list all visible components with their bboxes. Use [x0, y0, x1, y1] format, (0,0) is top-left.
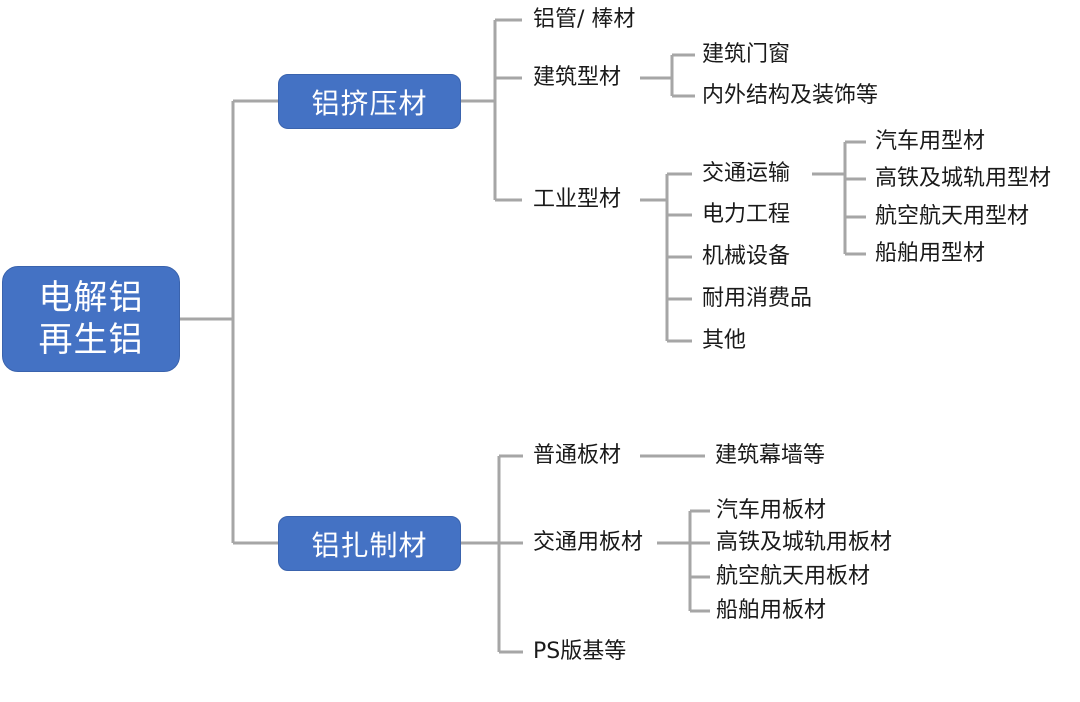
- label-ship-plate: 船舶用板材: [716, 598, 827, 623]
- root-label-line1: 电解铝: [38, 278, 144, 318]
- label-doors-windows: 建筑门窗: [702, 42, 791, 67]
- label-ship-profile: 船舶用型材: [875, 241, 986, 266]
- label-ps-plate: PS版基等: [533, 639, 627, 664]
- label-aero-profile: 航空航天用型材: [875, 204, 1030, 229]
- label-curtain-wall: 建筑幕墙等: [715, 443, 826, 468]
- label-consumer-goods: 耐用消费品: [702, 286, 813, 311]
- root-label-line2: 再生铝: [38, 320, 144, 360]
- node-rolling: 铝扎制材: [278, 516, 461, 571]
- node-extrusion: 铝挤压材: [278, 74, 461, 129]
- label-rail-plate: 高铁及城轨用板材: [716, 530, 893, 555]
- label-transport-plate: 交通用板材: [533, 530, 644, 555]
- label-car-profile: 汽车用型材: [875, 129, 986, 154]
- label-building-profile: 建筑型材: [533, 65, 622, 90]
- label-machinery: 机械设备: [702, 244, 791, 269]
- label-power-engineering: 电力工程: [702, 202, 791, 227]
- root-node: 电解铝 再生铝: [2, 266, 180, 372]
- label-aero-plate: 航空航天用板材: [716, 564, 871, 589]
- label-plain-plate: 普通板材: [533, 443, 622, 468]
- label-industrial-profile: 工业型材: [533, 187, 622, 212]
- label-rail-profile: 高铁及城轨用型材: [875, 166, 1052, 191]
- label-car-plate: 汽车用板材: [716, 498, 827, 523]
- label-inner-outer-structure: 内外结构及装饰等: [702, 83, 879, 108]
- label-transport: 交通运输: [702, 161, 791, 186]
- label-other: 其他: [702, 328, 747, 353]
- label-tube-bar: 铝管/ 棒材: [533, 7, 636, 32]
